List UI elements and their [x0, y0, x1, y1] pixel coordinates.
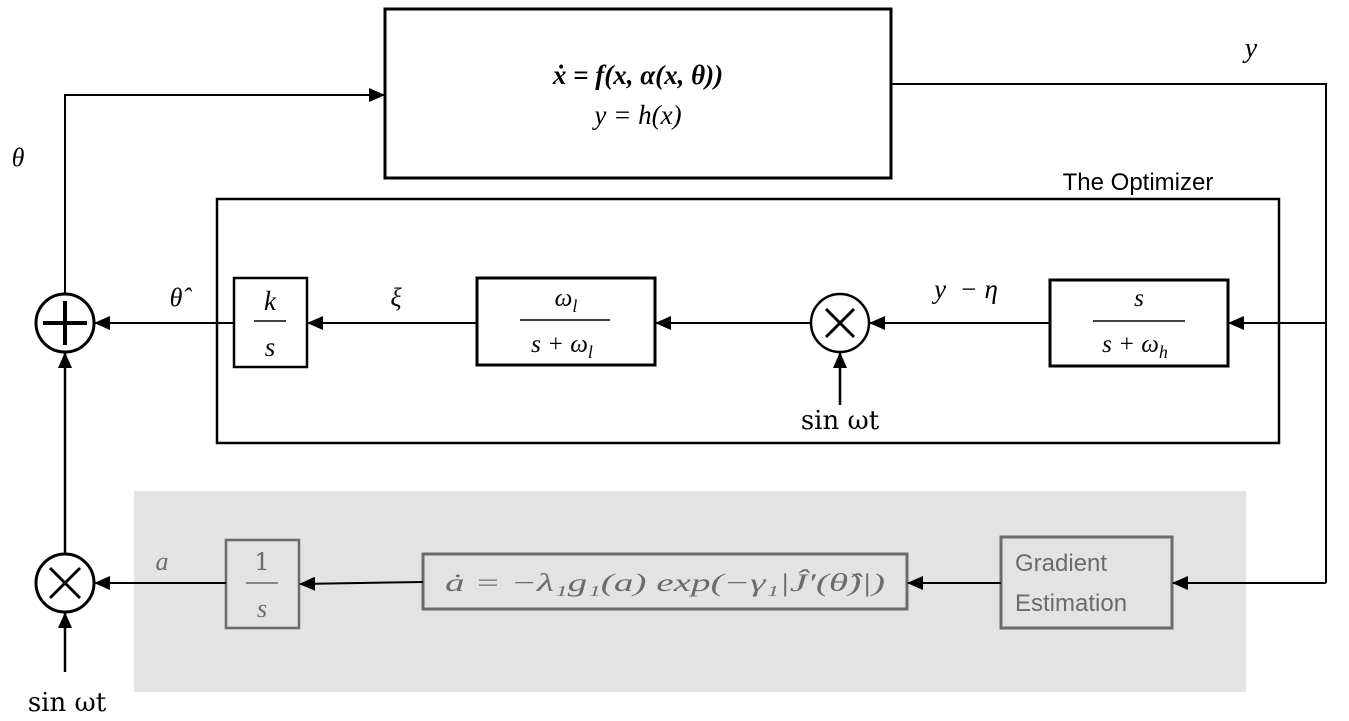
- plant-output-line: [891, 83, 1327, 583]
- law-to-integrator: [299, 576, 424, 591]
- optimizer-frame: [215, 197, 1281, 445]
- highpass-den: s + ωh: [1102, 331, 1168, 362]
- adaptation-region: [134, 491, 1246, 692]
- label-theta: θ: [12, 143, 25, 172]
- highpass-den-sub: h: [1159, 342, 1168, 362]
- gradient-label-line2: Estimation: [1015, 590, 1127, 617]
- gradient-label-line1: Gradient: [1015, 550, 1107, 577]
- highpass-den-main: s + ω: [1102, 331, 1159, 358]
- label-y-minus-eta: y − η: [931, 274, 998, 304]
- plant-equation-1: ẋ = f(x, α(x, θ)): [552, 60, 723, 90]
- lowpass-den: s + ωl: [531, 331, 593, 362]
- bottom-multiplier-x2: [48, 566, 82, 600]
- label-theta-hat: θ̂: [170, 283, 193, 312]
- label-sin-bottom: sin ωt: [28, 688, 107, 718]
- lowpass-filter-block: [475, 276, 657, 367]
- adaptation-integrator-num: 1: [254, 548, 269, 576]
- label-a: a: [156, 547, 169, 576]
- plant-equation-2: y = h(x): [591, 100, 681, 130]
- highpass-filter-block: [1048, 278, 1230, 368]
- lowpass-num-main: ω: [555, 285, 573, 312]
- label-y: y: [1242, 33, 1258, 64]
- adaptation-integrator-den: s: [257, 594, 267, 623]
- integrator-den: s: [265, 332, 276, 362]
- integrator-num: k: [264, 286, 277, 316]
- plant-block: [383, 7, 893, 180]
- highpass-num: s: [1134, 285, 1144, 312]
- optimizer-title: The Optimizer: [1063, 169, 1214, 196]
- sum-to-plant: [64, 88, 385, 294]
- lowpass-den-main: s + ω: [531, 331, 588, 358]
- lowpass-num: ωl: [555, 285, 578, 316]
- label-sin-mid: sin ωt: [801, 406, 880, 436]
- demod-multiplier-x2: [824, 307, 856, 339]
- lowpass-den-sub: l: [588, 342, 593, 362]
- lowpass-num-sub: l: [572, 296, 577, 316]
- label-xi: ξ: [390, 283, 402, 312]
- adaptation-law: ȧ = −λ₁g₁(a) exp(−γ₁|Ĵ′(θ̂)|): [445, 569, 885, 597]
